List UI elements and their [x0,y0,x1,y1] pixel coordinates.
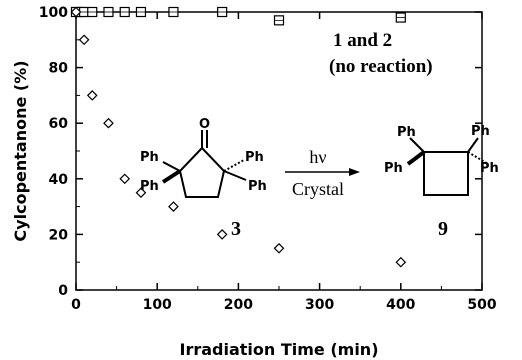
data-point-diamond [70,6,82,18]
ph-label: Ph [140,179,159,194]
arrow-top-label: hν [309,147,326,167]
x-tick-label: 400 [386,297,415,313]
x-tick-label: 500 [467,297,496,313]
x-tick-label: 100 [143,297,172,313]
ph-label: Ph [245,150,264,165]
y-tick-label: 60 [49,116,69,132]
y-tick-label: 20 [49,227,69,243]
data-point-diamond [168,201,179,212]
ph-label: Ph [140,150,159,165]
ketone-oxygen: O [199,117,210,132]
y-tick-label: 80 [49,61,69,77]
y-tick-label: 100 [39,5,68,21]
data-point-diamond [135,187,147,199]
structure-cyclopentanone [161,130,247,198]
y-axis-label: Cylcopentanone (%) [11,60,30,241]
data-marks [70,6,407,268]
x-tick-label: 300 [305,297,334,313]
x-tick-label: 0 [71,297,81,313]
y-tick-label: 40 [49,172,69,188]
data-point-diamond [103,117,114,129]
data-point-diamond [119,173,131,185]
data-point-diamond [273,242,285,254]
data-point-diamond [395,256,407,268]
ph-label: Ph [384,161,403,176]
x-axis-label: Irradiation Time (min) [179,340,378,359]
ph-label: Ph [471,124,490,139]
annotation-1-and-2: 1 and 2 [333,30,392,51]
y-tick-label: 0 [58,283,68,299]
ph-label: Ph [480,161,499,176]
ph-label: Ph [248,179,267,194]
data-point-diamond [78,34,90,46]
arrow-head-icon [349,168,360,176]
axis-ticks: 0 100 200 300 400 500 0 20 40 60 80 100 [39,5,497,313]
compound-9-label: 9 [438,218,448,240]
compound-3-label: 3 [231,218,241,240]
ph-label: Ph [397,125,416,140]
x-tick-label: 200 [224,297,253,313]
data-point-diamond [86,90,98,101]
data-point-diamond [216,229,228,240]
arrow-bottom-label: Crystal [292,179,344,199]
structure-cyclobutane [406,137,489,196]
annotation-no-reaction: (no reaction) [329,56,433,77]
